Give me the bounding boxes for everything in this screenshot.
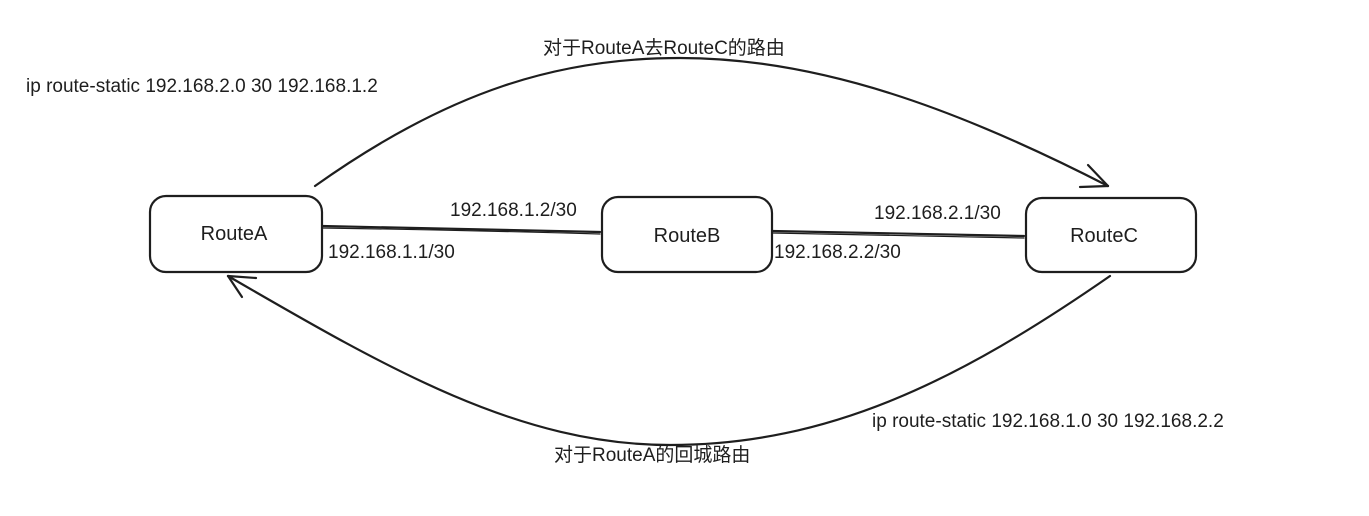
ip-label-route-b-c: 192.168.2.2/30 — [774, 242, 901, 263]
node-route-c[interactable]: RouteC — [1024, 196, 1198, 274]
node-route-a-label: RouteA — [201, 223, 268, 245]
return-arrowhead-lower — [226, 274, 244, 299]
forward-route-command: ip route-static 192.168.2.0 30 192.168.1… — [26, 76, 378, 97]
link-b-c — [770, 229, 1026, 239]
return-arrowhead-upper — [226, 274, 258, 280]
node-route-c-label: RouteC — [1070, 225, 1138, 247]
forward-route-caption: 对于RouteA去RouteC的路由 — [543, 37, 785, 59]
return-route-arrow — [226, 274, 1112, 447]
forward-route-arrow — [313, 56, 1110, 189]
node-route-b-box[interactable] — [600, 195, 774, 274]
link-b-c-line — [770, 229, 1026, 238]
return-route-command: ip route-static 192.168.1.0 30 192.168.2… — [872, 411, 1224, 432]
forward-route-curve — [313, 56, 1110, 188]
link-a-b — [320, 224, 602, 235]
node-route-a-box[interactable] — [148, 194, 324, 274]
return-route-caption: 对于RouteA的回城路由 — [554, 444, 750, 466]
ip-label-route-a-b: 192.168.1.1/30 — [328, 242, 455, 263]
link-b-c-line-sketch — [771, 232, 1025, 239]
node-route-b[interactable]: RouteB — [600, 195, 774, 274]
forward-arrowhead-upper — [1086, 163, 1110, 188]
node-route-c-box[interactable] — [1024, 196, 1198, 274]
forward-arrowhead-lower — [1078, 184, 1110, 189]
node-route-a[interactable]: RouteA — [148, 194, 324, 274]
ip-label-route-b-a: 192.168.1.2/30 — [450, 200, 577, 221]
ip-label-route-c-b: 192.168.2.1/30 — [874, 203, 1001, 224]
link-a-b-line — [320, 224, 602, 234]
node-route-b-label: RouteB — [654, 225, 721, 247]
return-route-curve — [226, 274, 1112, 447]
link-a-b-line-sketch — [321, 227, 601, 235]
